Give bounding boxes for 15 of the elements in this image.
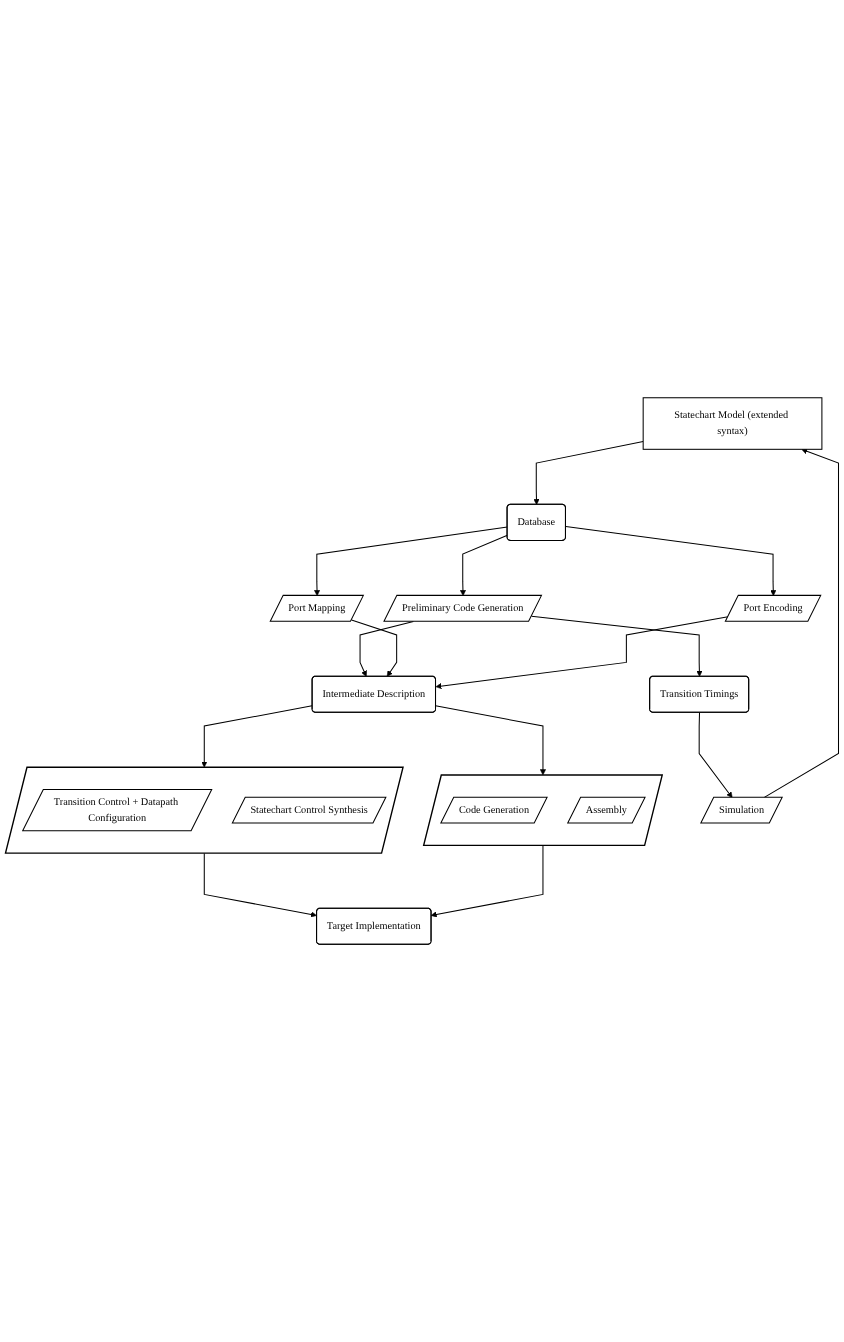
- arrow: [201, 705, 313, 768]
- arrow: [698, 712, 733, 798]
- arrow: [459, 534, 508, 596]
- arrow: [314, 526, 508, 596]
- cluster: [4, 766, 404, 854]
- arrow: [430, 844, 544, 918]
- arrow: [763, 448, 839, 799]
- cluster: [422, 774, 664, 847]
- arrow: [203, 852, 317, 918]
- arrow: [533, 441, 644, 505]
- arrow: [565, 526, 777, 596]
- arrow: [435, 705, 546, 776]
- arrow: [435, 616, 729, 690]
- arrow: [351, 619, 398, 677]
- arrow: [531, 615, 703, 677]
